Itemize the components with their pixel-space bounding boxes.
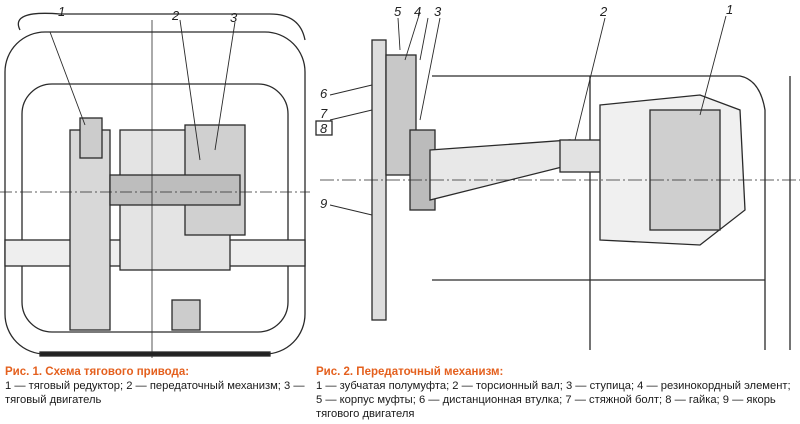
callout-1: 1 — [58, 4, 65, 19]
callout-3: 3 — [434, 4, 442, 19]
figure2-title: Рис. 2. Передаточный механизм: — [316, 366, 504, 378]
callout-6: 6 — [320, 86, 328, 101]
callout-9: 9 — [320, 196, 327, 211]
callout-2: 2 — [599, 4, 608, 19]
figure2-legend: 1 — зубчатая полумуфта; 2 — торсионный в… — [316, 380, 791, 420]
callout-7: 7 — [320, 106, 328, 121]
figure2-drawing — [320, 11, 800, 350]
figure2-callouts: 5 4 3 2 1 6 7 8 9 — [315, 2, 733, 211]
figure1-caption: Рис. 1. Схема тягового привода: 1 — тяго… — [5, 365, 310, 407]
callout-2: 2 — [171, 8, 180, 23]
figure1-drawing — [0, 12, 310, 358]
callout-8: 8 — [320, 121, 328, 136]
figure2-caption: Рис. 2. Передаточный механизм: 1 — зубча… — [316, 365, 798, 421]
callout-4: 4 — [414, 4, 421, 19]
callout-1: 1 — [726, 2, 733, 17]
figure1-callouts: 1 2 3 — [58, 4, 238, 25]
figure1-legend: 1 — тяговый редуктор; 2 — передаточный м… — [5, 380, 305, 406]
callout-3: 3 — [230, 10, 238, 25]
callout-5: 5 — [394, 4, 402, 19]
figure1-title: Рис. 1. Схема тягового привода: — [5, 366, 190, 378]
